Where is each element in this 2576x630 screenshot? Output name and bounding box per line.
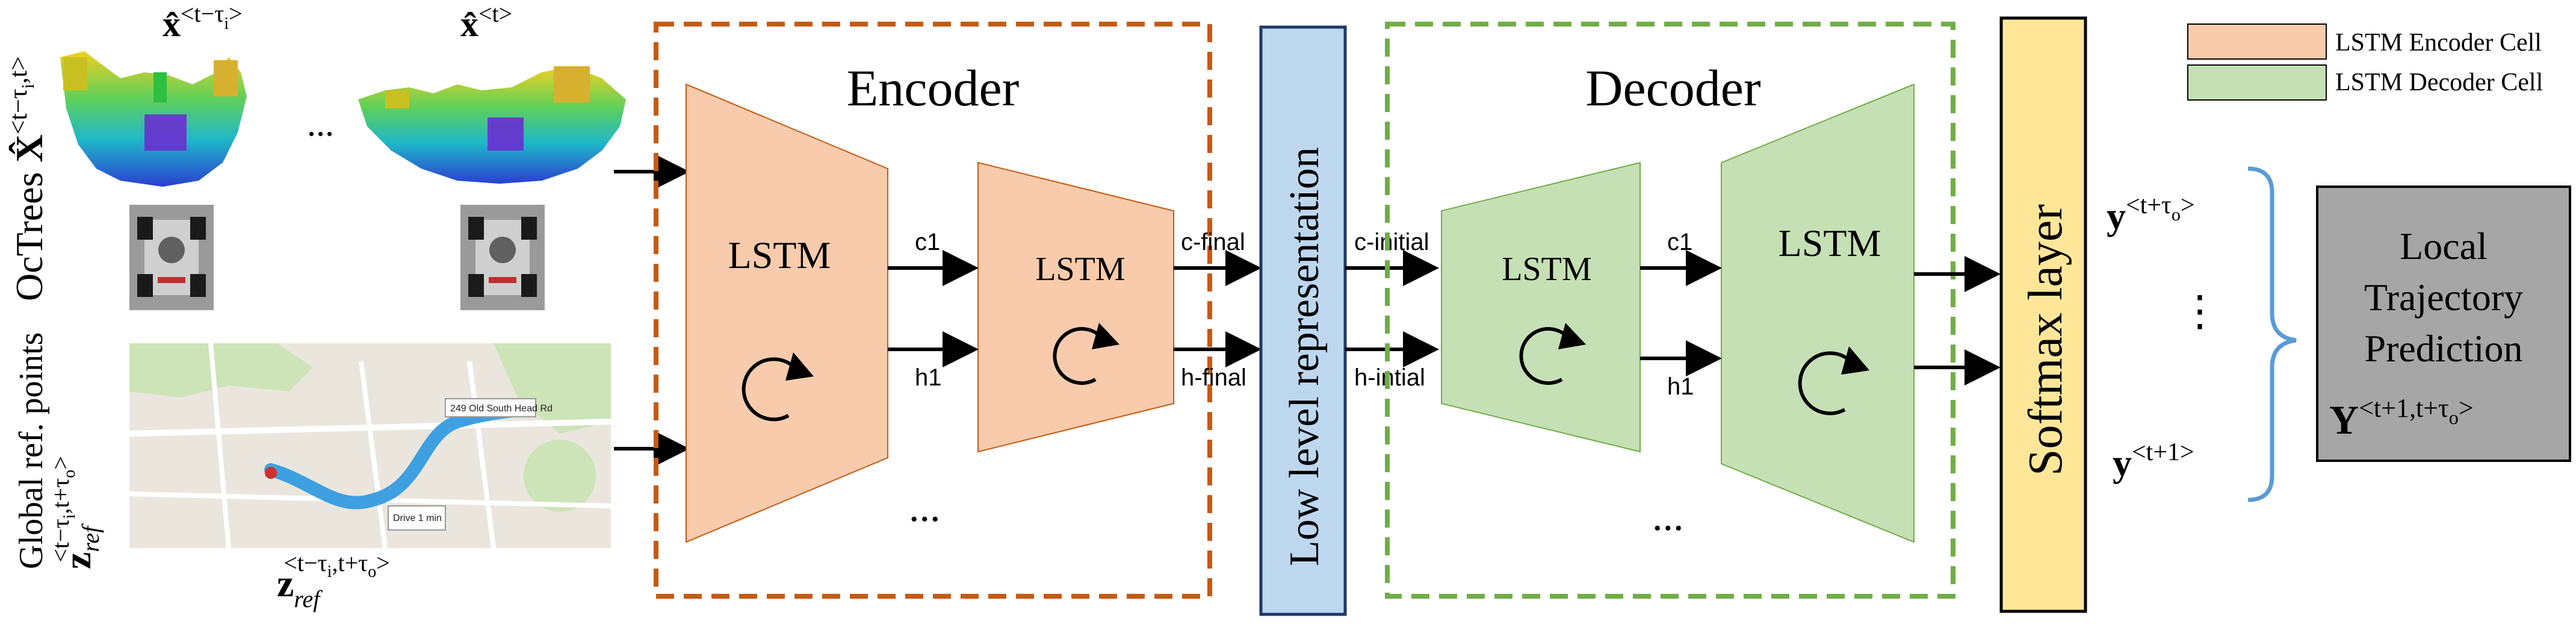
encoder-c1-label: c1: [915, 229, 940, 255]
encoder-cell-1-recurrence-icon: [742, 352, 814, 422]
prediction-line-3: Prediction: [2364, 327, 2522, 370]
encoder-ellipsis: ...: [909, 484, 941, 531]
legend-encoder-swatch: [2187, 23, 2327, 60]
prediction-line-2: Trajectory: [2364, 276, 2523, 319]
octree-point-cloud-left: [60, 51, 247, 187]
octree-left-label: x̂<t−τi>: [163, 0, 243, 44]
local-trajectory-prediction-box: [2316, 186, 2571, 462]
output-y-top: y<t+τo>: [2107, 192, 2195, 237]
map-image: 249 Old South Head Rd Drive 1 min: [129, 343, 611, 549]
robot-image-left: [129, 205, 214, 310]
softmax-layer-label: Softmax layer: [2019, 204, 2072, 476]
decoder-h1-label: h1: [1667, 373, 1694, 400]
decoder-lstm-cell-2: [1721, 83, 1915, 543]
prediction-line-1: Local: [2400, 225, 2488, 267]
decoder-c1-label: c1: [1667, 229, 1692, 255]
encoder-title: Encoder: [847, 59, 1020, 117]
c-initial-label: c-initial: [1354, 229, 1429, 255]
decoder-cell-1-label: LSTM: [1502, 251, 1591, 288]
decoder-cell-2-recurrence-icon: [1798, 346, 1869, 416]
octree-input-label: OcTrees X̂<t−τi,t>: [5, 56, 51, 301]
global-ref-points-label: Global ref. points: [13, 332, 50, 569]
prediction-symbol: Y<t+1,t+τo>: [2329, 393, 2474, 443]
low-level-representation-label: Low level representation: [1281, 147, 1328, 566]
robot-image-right: [460, 205, 545, 310]
encoder-lstm-cell-1: [686, 83, 888, 543]
decoder-cell-1-recurrence-icon: [1519, 323, 1586, 385]
output-brace: [2247, 166, 2297, 502]
svg-text:Drive 1 min: Drive 1 min: [393, 513, 442, 523]
octree-ellipsis: ...: [307, 104, 334, 143]
decoder-box: [1385, 22, 1955, 599]
octree-point-cloud-right: [358, 66, 626, 184]
decoder-cell-2-label: LSTM: [1779, 222, 1881, 264]
h-final-label: h-final: [1181, 364, 1246, 391]
low-level-representation-box: [1259, 25, 1347, 616]
legend-decoder-swatch: [2187, 64, 2327, 101]
map-caption: zref<t−τi,t+τo>: [277, 549, 390, 613]
output-y-bottom: y<t+1>: [2113, 438, 2194, 484]
decoder-lstm-cell-1: [1441, 161, 1641, 453]
decoder-title: Decoder: [1585, 59, 1760, 117]
global-ref-symbol: zref<t−τi,t+τo>: [47, 456, 104, 569]
octree-right-label: x̂<t>: [460, 0, 512, 44]
legend: LSTM Encoder Cell LSTM Decoder Cell: [2187, 23, 2543, 101]
softmax-layer-box: [1999, 16, 2087, 613]
decoder-ellipsis: ...: [1652, 493, 1684, 540]
encoder-cell-1-label: LSTM: [728, 234, 831, 276]
encoder-lstm-cell-2: [977, 161, 1174, 453]
encoder-h1-label: h1: [915, 364, 942, 391]
legend-encoder-label: LSTM Encoder Cell: [2335, 29, 2542, 57]
svg-text:249 Old South Head Rd: 249 Old South Head Rd: [450, 404, 553, 414]
c-final-label: c-final: [1181, 229, 1245, 255]
encoder-cell-2-label: LSTM: [1035, 251, 1125, 288]
encoder-box: [654, 22, 1212, 599]
output-vdots: ⋮: [2179, 288, 2221, 335]
legend-decoder-label: LSTM Decoder Cell: [2335, 69, 2543, 96]
encoder-cell-2-recurrence-icon: [1053, 323, 1119, 385]
